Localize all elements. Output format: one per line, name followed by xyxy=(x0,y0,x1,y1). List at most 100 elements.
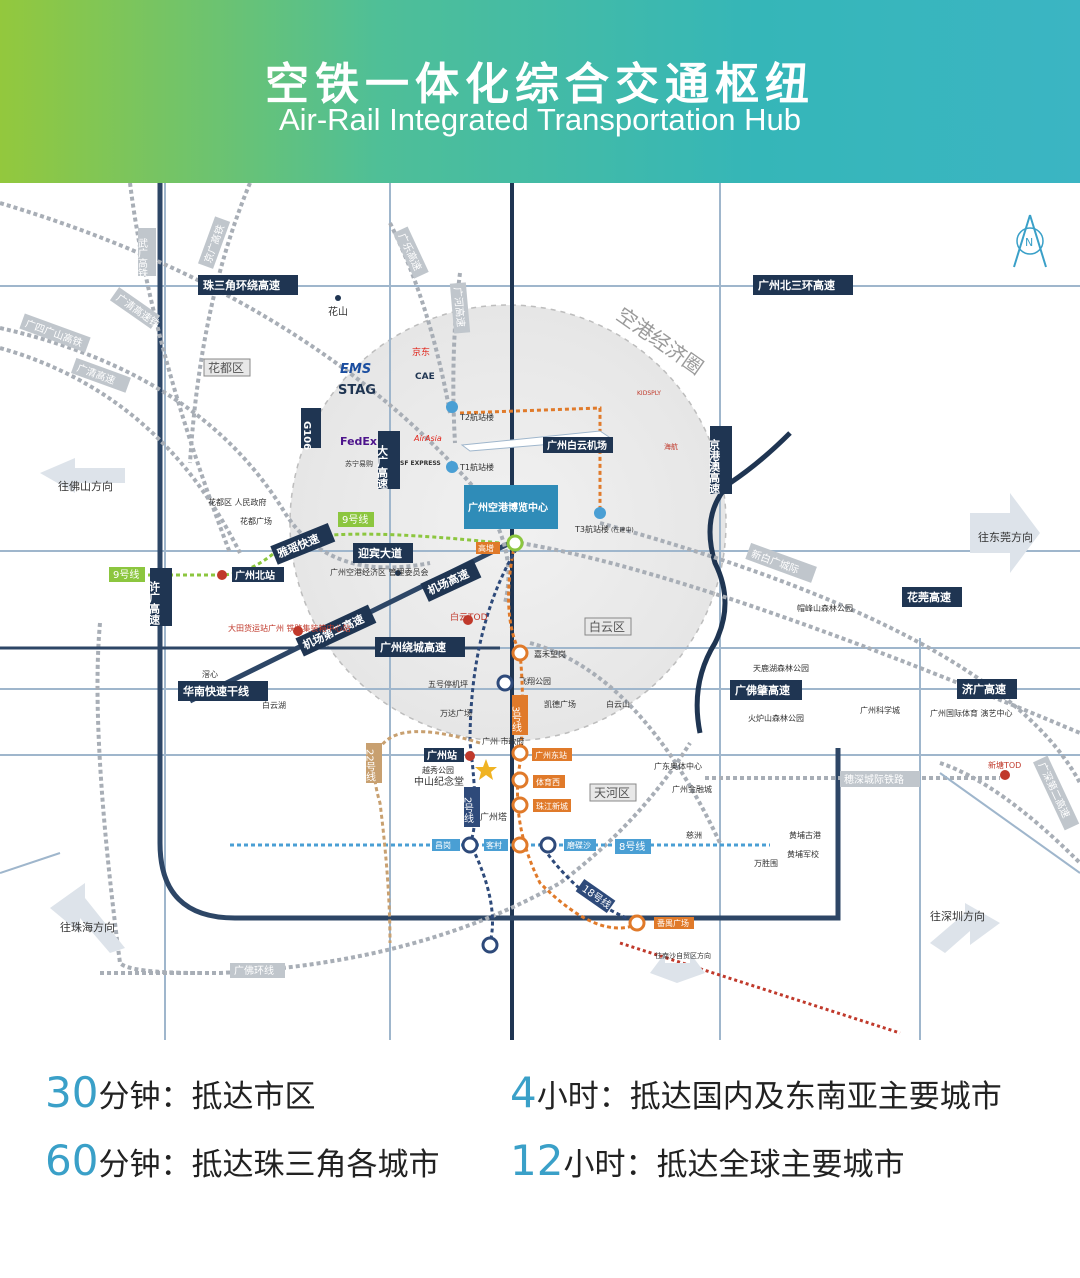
place-huangpu-army: 黄埔军校 xyxy=(787,849,819,859)
city-gov-star-icon xyxy=(475,759,497,780)
place-wansheng: 万胜围 xyxy=(754,858,778,868)
place-huashan: 花山 xyxy=(328,305,348,318)
road-g106: G106 xyxy=(301,421,312,450)
logo-sf: SF EXPRESS xyxy=(400,460,441,467)
logo-ems: EMS xyxy=(340,362,371,377)
arrow-nansha-icon xyxy=(650,953,705,983)
line2-label: 2号线 xyxy=(462,797,474,823)
place-gz-north: 广州北站 xyxy=(235,569,275,582)
road-daguang: 大广高速 xyxy=(376,444,389,490)
place-zhongshan: 中山纪念堂 xyxy=(414,775,464,788)
place-tianlu: 天鹿湖森林公园 xyxy=(753,663,809,673)
place-panyu: 番禺广场 xyxy=(657,918,689,928)
river xyxy=(694,431,792,734)
arterial-roads xyxy=(0,183,1080,1040)
rail-suishen: 穗深城际铁路 xyxy=(844,773,904,786)
terminal-t3-note: (在建中) xyxy=(611,526,634,534)
dir-dongguan: 往东莞方向 xyxy=(978,530,1033,544)
place-jiahewangang: 嘉禾望岗 xyxy=(534,649,566,659)
place-kaide: 凯德广场 xyxy=(544,699,576,709)
terminal-t3: T3航站楼 xyxy=(574,524,609,534)
place-baiyun-tod: 白云TOD xyxy=(450,611,488,623)
road-guanghe: 广河高速 xyxy=(451,287,467,328)
place-zhujiang: 珠江新城 xyxy=(536,801,568,811)
place-science: 广州科学城 xyxy=(860,705,900,715)
place-east-station: 广州东站 xyxy=(535,750,567,760)
place-cizhou: 慈洲 xyxy=(686,830,702,840)
line3-label: 3号线 xyxy=(510,706,522,732)
district-baiyun: 白云区 xyxy=(589,619,625,634)
place-huolu: 火炉山森林公园 xyxy=(748,713,804,723)
place-feixiang: 飞翔公园 xyxy=(519,676,551,686)
transport-map: 空港经济圈 xyxy=(0,182,1080,1040)
logo-stag: STAG xyxy=(338,383,376,398)
line8-label: 8号线 xyxy=(619,840,645,853)
place-kecun: 客村 xyxy=(486,840,502,850)
airport-loop xyxy=(459,406,602,513)
stat-12h-num: 12 xyxy=(510,1136,564,1185)
logo-fedex: FedEx xyxy=(340,435,377,448)
airport-area: 广州白云机场 广州空港博览中心 T2航站楼 T1航站楼 T3航站楼 (在建中) xyxy=(446,401,634,534)
place-gz-tower: 广州塔 xyxy=(480,811,507,823)
district-tianhe: 天河区 xyxy=(594,786,630,800)
road-huanan: 华南快速干线 xyxy=(183,684,249,698)
line22-label: 22号线 xyxy=(364,749,376,782)
terminal-t1: T1航站楼 xyxy=(459,462,494,472)
dir-shenzhen: 往深圳方向 xyxy=(930,909,985,923)
place-baiyunhu: 白云湖 xyxy=(262,700,286,710)
stat-4h-num: 4 xyxy=(510,1068,537,1117)
stat-60min-num: 60 xyxy=(45,1136,99,1185)
dir-zhuhai: 往珠海方向 xyxy=(60,920,115,934)
header-banner: 空铁一体化综合交通枢纽 Air-Rail Integrated Transpor… xyxy=(0,0,1080,183)
place-xintang: 新塘TOD xyxy=(988,760,1021,770)
road-huaguan: 花莞高速 xyxy=(907,590,951,604)
dir-nansha: 往南沙自贸区方向 xyxy=(655,951,711,960)
place-modie: 磨碟沙 xyxy=(567,840,591,850)
hub-box xyxy=(464,485,558,529)
place-wanda: 万达广场 xyxy=(440,708,472,718)
station-markers xyxy=(217,534,1010,954)
place-huangpu-port: 黄埔古港 xyxy=(789,830,821,840)
road-guangfozhao: 广佛肇高速 xyxy=(735,683,790,697)
terminal-t2: T2航站楼 xyxy=(459,412,494,422)
district-labels: 花都区 白云区 天河区 xyxy=(203,358,637,802)
place-gz-station: 广州站 xyxy=(427,749,457,762)
place-baiyunshan: 白云山 xyxy=(606,699,630,709)
logo-jd: 京东 xyxy=(412,346,430,358)
stat-12h: 12小时：抵达全球主要城市 xyxy=(510,1136,904,1185)
rail-lines xyxy=(0,182,1080,1035)
place-changgang: 昌岗 xyxy=(435,841,451,850)
logo-kidsply: KIDSPLY xyxy=(637,390,661,397)
hub-name: 广州空港博览中心 xyxy=(468,501,548,514)
arrow-foshan-icon xyxy=(40,458,125,493)
line18-route xyxy=(538,842,641,925)
place-gaozeng: 高增 xyxy=(478,543,494,553)
dir-foshan: 往佛山方向 xyxy=(58,479,113,493)
compass-label: N xyxy=(1025,236,1033,249)
arrow-dongguan-icon xyxy=(970,493,1040,573)
place-labels: 花山 花都区 人民政府 花都广场 广州北站 大田货运站广州 铁路集装箱中心站 广… xyxy=(202,295,1021,929)
line22-route xyxy=(372,730,481,944)
brand-logos: EMS STAG FedEx 京东 CAE AirAsia SF EXPRESS… xyxy=(338,346,678,468)
place-huadu-gov: 花都区 人民政府 xyxy=(208,497,267,507)
place-xianqi: 滘心 xyxy=(202,670,218,679)
road-xuguang: 许广高速 xyxy=(148,580,161,626)
metro-line-labels: 9号线 9号线 3号线 2号线 22号线 8号线 18号线 xyxy=(109,512,651,914)
place-maofeng: 帽峰山森林公园 xyxy=(797,603,853,613)
stat-12h-text: 小时：抵达全球主要城市 xyxy=(563,1147,905,1183)
stat-4h-text: 小时：抵达国内及东南亚主要城市 xyxy=(536,1079,1002,1115)
rail-guangqing2: 广清高速铁 xyxy=(114,291,162,330)
place-tiyuxi: 体育西 xyxy=(536,777,560,787)
place-datian: 大田货运站广州 铁路集装箱中心站 xyxy=(228,623,351,633)
title-cn: 空铁一体化综合交通枢纽 xyxy=(265,59,815,110)
road-north-ring3: 广州北三环高速 xyxy=(758,278,835,292)
arrow-zhuhai-icon xyxy=(50,883,125,953)
district-huadu: 花都区 xyxy=(208,360,244,375)
arrow-shenzhen-icon xyxy=(930,903,1000,953)
logo-airasia: AirAsia xyxy=(413,434,442,443)
stat-30min-num: 30 xyxy=(45,1068,99,1117)
place-olympic: 广东奥体中心 xyxy=(654,761,702,771)
road-yingbin: 迎宾大道 xyxy=(358,546,402,560)
place-wuhao: 五号停机坪 xyxy=(428,679,468,689)
road-guangshen2: 广深第二高速 xyxy=(1036,760,1073,820)
